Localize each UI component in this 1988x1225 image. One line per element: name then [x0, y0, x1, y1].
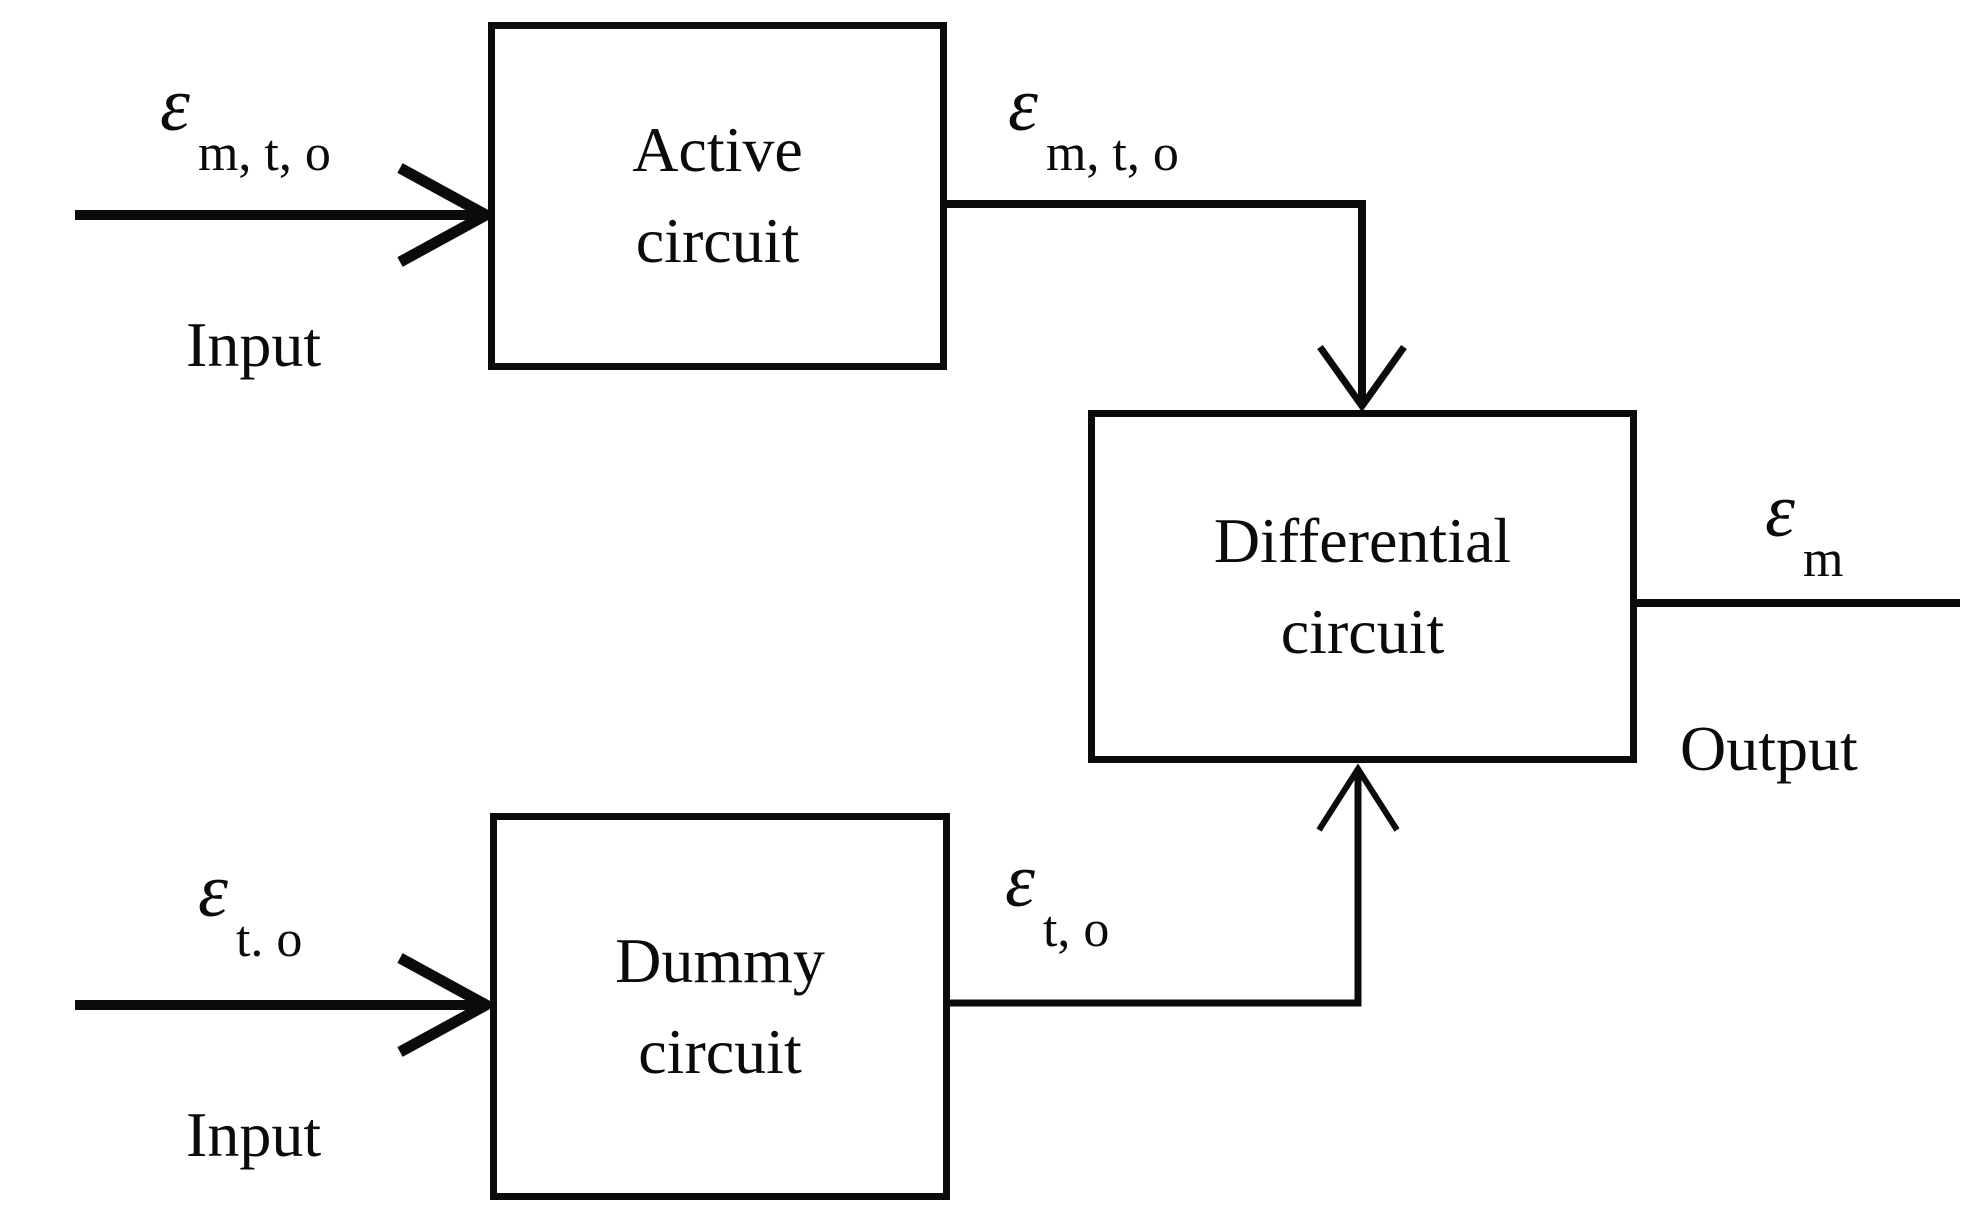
active-circuit-block: Active circuit: [488, 22, 947, 370]
dummy-to-differential-line: [950, 770, 1362, 1007]
dummy-circuit-label-line1: Dummy: [615, 924, 825, 996]
epsilon-symbol: ε: [160, 63, 190, 147]
epsilon-symbol: ε: [1765, 469, 1795, 553]
active-circuit-label-line2: circuit: [635, 205, 800, 276]
dummy-output-signal-label: εt, o: [1005, 838, 1109, 960]
up-arrowhead-icon: [1316, 763, 1400, 832]
input-bottom-arrowhead-icon: [397, 953, 498, 1057]
epsilon-symbol: ε: [1005, 839, 1035, 923]
signal-subscript: m, t, o: [197, 125, 331, 182]
signal-subscript: m: [1802, 531, 1844, 588]
epsilon-symbol: ε: [1008, 63, 1038, 147]
differential-circuit-block: Differential circuit: [1088, 410, 1637, 763]
differential-circuit-label-line2: circuit: [1280, 595, 1445, 667]
dummy-circuit-block: Dummy circuit: [490, 813, 950, 1200]
differential-circuit-label-line1: Differential: [1213, 504, 1512, 576]
active-to-differential-line: [947, 200, 1366, 404]
input-top-arrowhead-icon: [397, 163, 498, 267]
active-output-signal-label: εm, t, o: [1008, 62, 1179, 184]
epsilon-symbol: ε: [198, 849, 228, 933]
output-signal-label: εm: [1765, 468, 1843, 590]
active-circuit-label-line1: Active: [632, 114, 803, 186]
input-bottom-caption: Input: [186, 1099, 322, 1170]
input-bottom-signal-label: εt. o: [198, 848, 302, 970]
output-caption: Output: [1680, 713, 1858, 784]
input-top-signal-label: εm, t, o: [160, 62, 331, 184]
signal-subscript: t. o: [235, 911, 303, 968]
signal-subscript: m, t, o: [1045, 125, 1179, 182]
input-top-caption: Input: [186, 309, 322, 380]
down-arrowhead-icon: [1317, 344, 1407, 413]
dummy-circuit-label-line2: circuit: [638, 1015, 802, 1087]
signal-subscript: t, o: [1042, 901, 1110, 958]
